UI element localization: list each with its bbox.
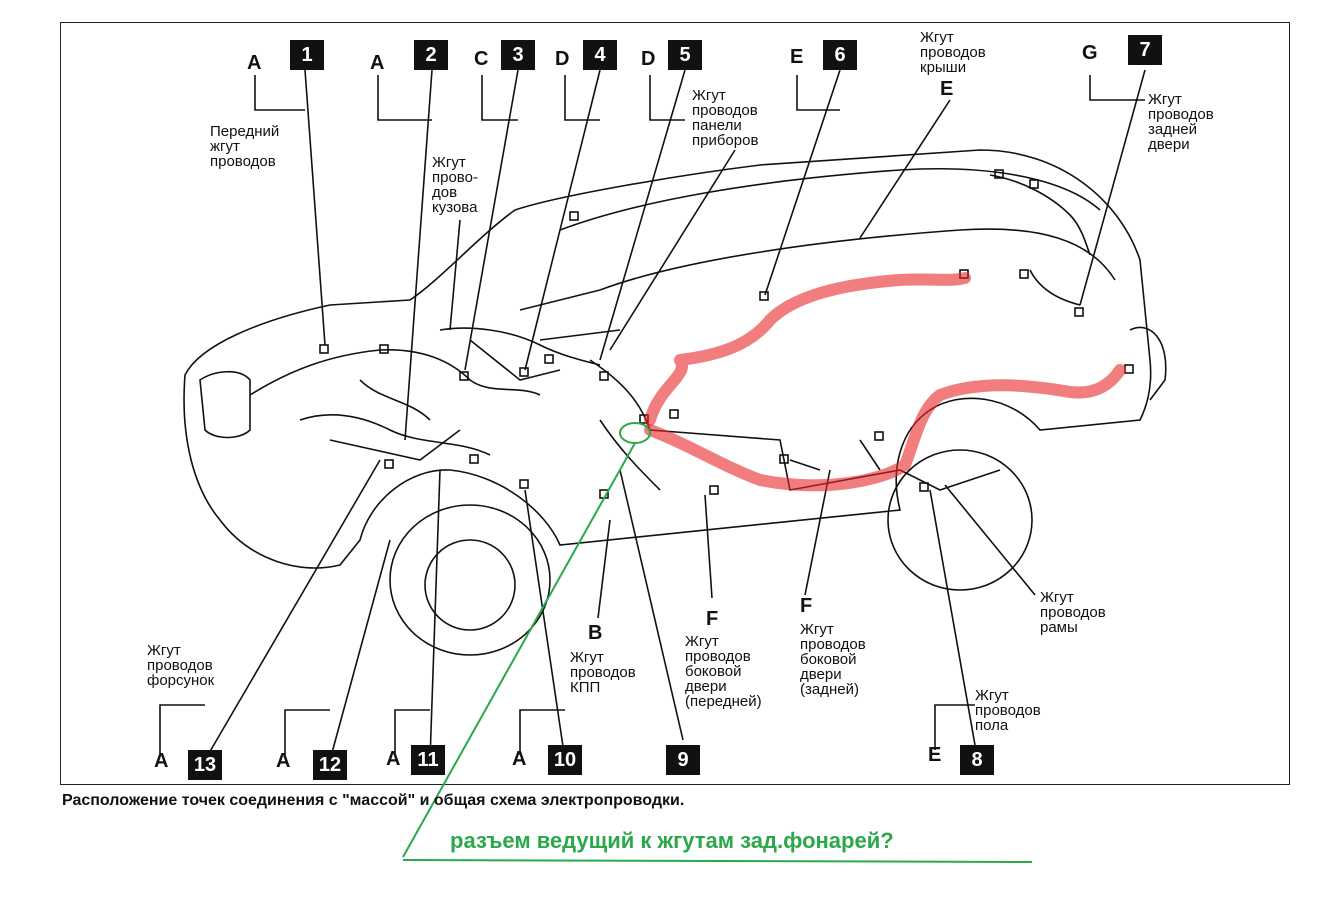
callout-letter-10: A bbox=[512, 748, 527, 770]
pillar-line bbox=[519, 289, 621, 341]
callout-letter-8: E bbox=[928, 744, 942, 766]
leader-d4 bbox=[564, 75, 600, 121]
label-rear-side-door-letter: F bbox=[800, 595, 813, 617]
leader-a1 bbox=[254, 75, 305, 111]
rear-bumper bbox=[1129, 326, 1167, 401]
callout-letter-6: E bbox=[790, 46, 804, 68]
leader-1 bbox=[304, 69, 326, 346]
label-roof-harness: Жгут проводов крыши bbox=[920, 29, 986, 76]
leader-13a bbox=[159, 704, 205, 755]
leader-g7 bbox=[1089, 75, 1145, 101]
annotation-underline bbox=[402, 859, 1033, 863]
callout-8: 8 bbox=[960, 745, 994, 775]
engine-harness-2 bbox=[439, 327, 601, 381]
callout-11: 11 bbox=[411, 745, 445, 775]
callout-6: 6 bbox=[823, 40, 857, 70]
leader-roof bbox=[859, 99, 951, 239]
callout-letter-7: G bbox=[1082, 42, 1098, 64]
leader-9 bbox=[619, 469, 684, 741]
callout-letter-11: A bbox=[386, 748, 401, 770]
car-body-outline bbox=[183, 149, 1152, 569]
label-floor-harness: Жгут проводов пола bbox=[975, 687, 1041, 734]
annotation-question: разъем ведущий к жгутам зад.фонарей? bbox=[450, 828, 894, 853]
front-wheel-rim bbox=[424, 539, 516, 631]
callout-2: 2 bbox=[414, 40, 448, 70]
callout-letter-5: D bbox=[641, 48, 656, 70]
diagram-frame bbox=[60, 22, 1290, 785]
leader-instrument bbox=[609, 149, 736, 351]
callout-letter-3: C bbox=[474, 48, 489, 70]
label-body-harness: Жгут прово- дов кузова bbox=[432, 154, 478, 216]
label-transmission-harness: Жгут проводов КПП bbox=[570, 649, 636, 696]
highlight-upper-harness bbox=[644, 272, 971, 426]
label-rear-side-door-harness: Жгут проводов боковой двери (задней) bbox=[800, 621, 866, 698]
label-transmission-letter: B bbox=[588, 622, 603, 644]
leader-11a bbox=[394, 709, 430, 755]
label-rear-door-harness: Жгут проводов задней двери bbox=[1148, 91, 1214, 153]
roof-line bbox=[559, 168, 1101, 231]
front-wheel bbox=[389, 504, 551, 656]
callout-9: 9 bbox=[666, 745, 700, 775]
leader-10a bbox=[519, 709, 565, 755]
leader-b bbox=[597, 519, 611, 619]
callout-letter-13: A bbox=[154, 750, 169, 772]
callout-7: 7 bbox=[1128, 35, 1162, 65]
leader-5 bbox=[599, 69, 686, 361]
label-front-door-harness: Жгут проводов боковой двери (передней) bbox=[685, 633, 762, 710]
figure-caption: Расположение точек соединения с "массой"… bbox=[62, 792, 685, 809]
callout-4: 4 bbox=[583, 40, 617, 70]
rear-door-harness bbox=[1029, 269, 1081, 306]
highlight-lower-harness bbox=[644, 364, 1126, 492]
callout-12: 12 bbox=[313, 750, 347, 780]
engine-harness bbox=[249, 348, 541, 461]
callout-letter-1: A bbox=[247, 52, 262, 74]
annotation-pointer-line bbox=[402, 442, 636, 858]
leader-6 bbox=[764, 69, 841, 296]
label-injector-harness: Жгут проводов форсунок bbox=[147, 642, 215, 689]
callout-3: 3 bbox=[501, 40, 535, 70]
label-front-harness: Передний жгут проводов bbox=[210, 123, 280, 170]
label-roof-letter: E bbox=[940, 78, 954, 100]
leader-d5 bbox=[649, 75, 685, 121]
leader-2 bbox=[404, 69, 433, 441]
leader-12a bbox=[284, 709, 330, 755]
callout-1: 1 bbox=[290, 40, 324, 70]
leader-a2 bbox=[377, 75, 432, 121]
bumper-front bbox=[199, 370, 251, 439]
leader-e6 bbox=[796, 75, 840, 111]
leader-c3 bbox=[481, 75, 518, 121]
leader-11 bbox=[429, 469, 441, 761]
label-frame-harness: Жгут проводов рамы bbox=[1040, 589, 1106, 636]
leader-10 bbox=[524, 489, 566, 761]
leader-7 bbox=[1079, 69, 1146, 306]
callout-5: 5 bbox=[668, 40, 702, 70]
leader-13 bbox=[204, 459, 381, 761]
callout-13: 13 bbox=[188, 750, 222, 780]
rear-wheel bbox=[887, 449, 1033, 591]
leader-f1 bbox=[704, 494, 713, 599]
callout-letter-4: D bbox=[555, 48, 570, 70]
frame-harness bbox=[899, 469, 1001, 491]
leader-8e bbox=[934, 704, 975, 750]
label-front-door-letter: F bbox=[706, 608, 719, 630]
leader-frame bbox=[944, 484, 1036, 596]
leader-body bbox=[449, 219, 461, 331]
callout-letter-2: A bbox=[370, 52, 385, 74]
leader-8 bbox=[929, 489, 976, 746]
label-instrument-harness: Жгут проводов панели приборов bbox=[692, 87, 759, 149]
window-line bbox=[599, 228, 1116, 291]
leader-12 bbox=[329, 539, 391, 761]
callout-10: 10 bbox=[548, 745, 582, 775]
callout-letter-12: A bbox=[276, 750, 291, 772]
roof-harness bbox=[989, 174, 1091, 256]
leader-3 bbox=[464, 69, 519, 371]
